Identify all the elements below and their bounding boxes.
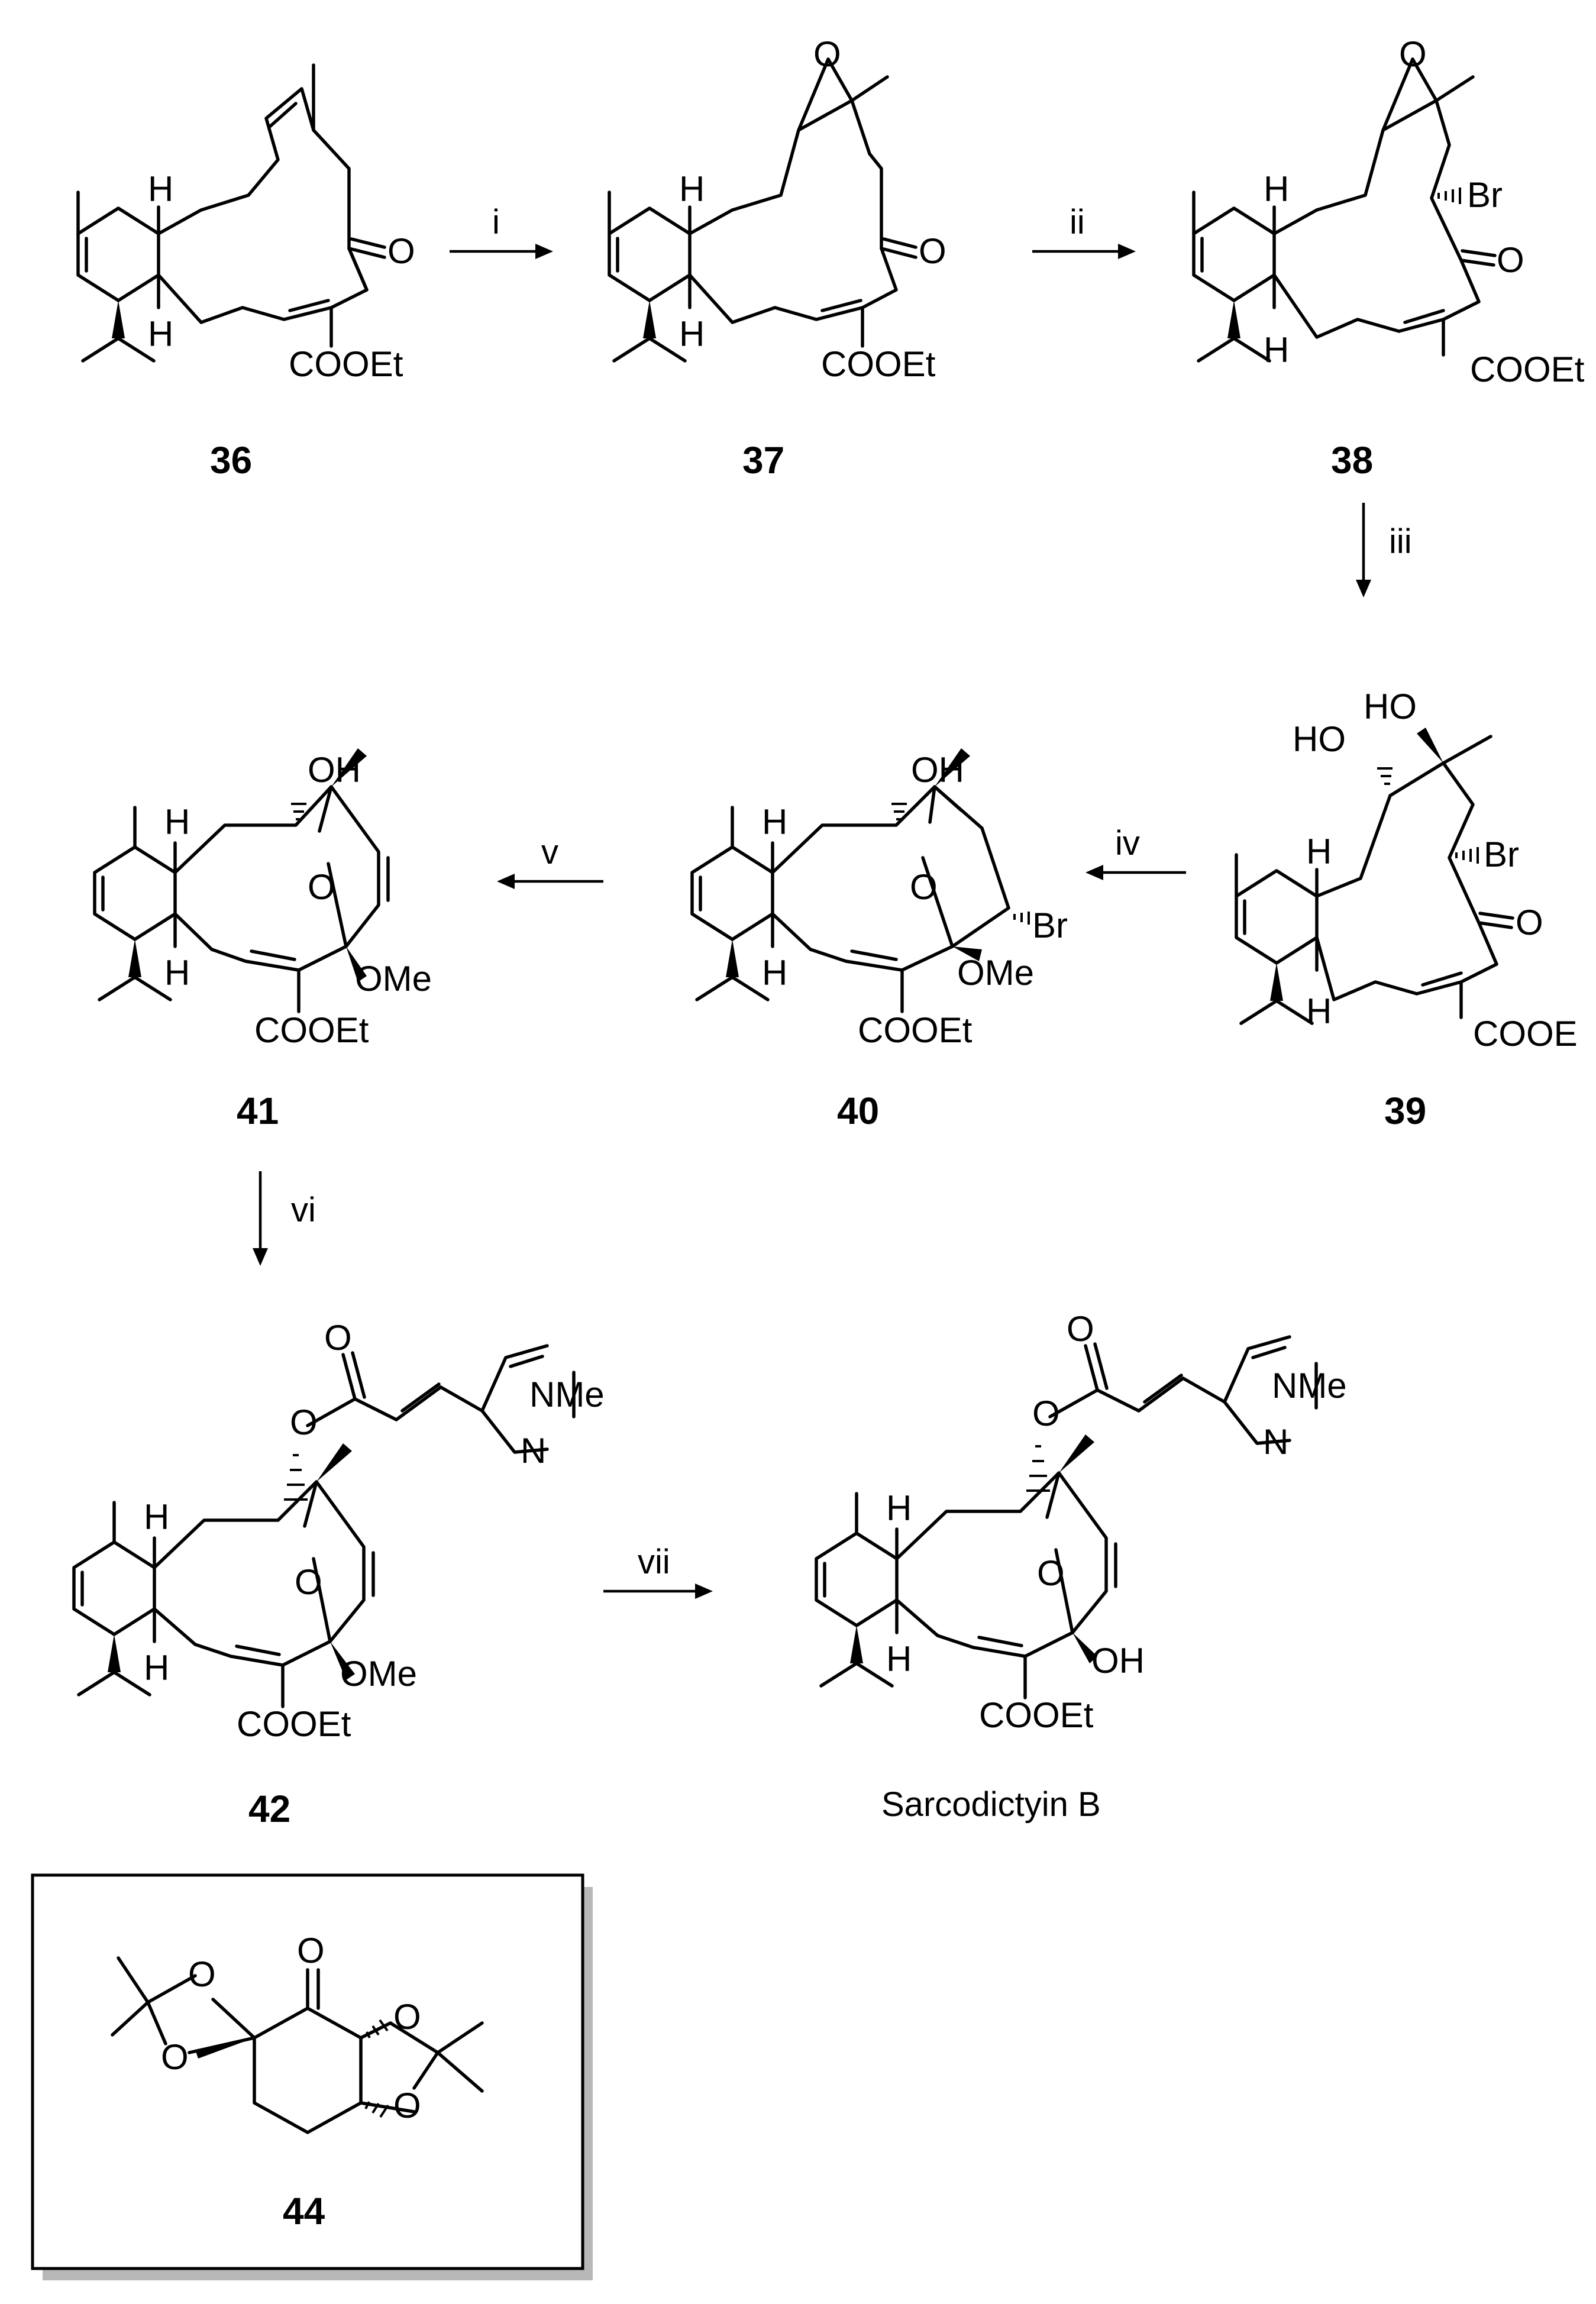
reaction-arrow-ii: ii <box>1032 203 1136 259</box>
atom-ome: OMe <box>355 959 432 998</box>
atom-h: H <box>144 1497 169 1537</box>
atom-o: O <box>387 231 415 271</box>
atom-ho: HO <box>1293 719 1346 759</box>
compound-37: H H O O COOEt 37 <box>608 34 946 482</box>
atom-o: O <box>1399 34 1427 74</box>
step-label-v: v <box>541 833 558 871</box>
atom-h: H <box>886 1639 912 1679</box>
compound-label-41: 41 <box>237 1090 279 1132</box>
compound-label-44: 44 <box>283 2190 325 2232</box>
compound-label-37: 37 <box>742 439 784 482</box>
atom-h: H <box>762 802 787 842</box>
step-label-iv: iv <box>1115 824 1140 862</box>
atom-h: H <box>164 953 190 993</box>
atom-h: H <box>1306 991 1332 1031</box>
atom-n: N <box>1263 1422 1288 1462</box>
atom-h: H <box>148 314 173 354</box>
atom-h: H <box>1264 330 1289 370</box>
step-label-vi: vi <box>291 1191 316 1229</box>
atom-h: H <box>164 802 190 842</box>
atom-cooet: COOEt <box>979 1695 1094 1735</box>
stereo-wedge <box>112 300 125 338</box>
step-label-vii: vii <box>638 1543 670 1581</box>
atom-o: O <box>919 231 946 271</box>
step-label-i: i <box>492 203 500 241</box>
atom-nme: NMe <box>1272 1366 1347 1405</box>
compound-label-40: 40 <box>837 1090 879 1132</box>
compound-38: H H O Br O COOEt 38 <box>1192 34 1585 482</box>
atom-o: O <box>290 1403 318 1442</box>
atom-h: H <box>762 953 787 993</box>
atom-o: O <box>297 1931 325 1970</box>
atom-o: O <box>161 2037 189 2077</box>
compound-39: H H HO HO Br O COOE 39 <box>1235 687 1578 1132</box>
reaction-arrow-vii: vii <box>603 1543 713 1599</box>
atom-o: O <box>1032 1394 1060 1433</box>
atom-o: O <box>324 1318 352 1358</box>
step-label-ii: ii <box>1070 203 1085 241</box>
reaction-arrow-iv: iv <box>1085 824 1186 880</box>
reaction-arrow-vi: vi <box>253 1171 316 1266</box>
atom-h: H <box>679 314 705 354</box>
atom-ome: OMe <box>957 953 1034 993</box>
atom-o: O <box>910 867 938 907</box>
atom-br: Br <box>1484 835 1519 874</box>
compound-42: H H O O NMe N O OMe COOEt 42 <box>72 1318 605 1830</box>
atom-cooet: COOEt <box>254 1010 369 1050</box>
atom-cooet-cut: COOE <box>1473 1014 1578 1054</box>
reaction-arrow-v: v <box>497 833 603 889</box>
reaction-arrow-i: i <box>450 203 553 259</box>
atom-o: O <box>308 867 335 907</box>
atom-o: O <box>1497 240 1524 280</box>
compound-label-42: 42 <box>248 1788 290 1830</box>
atom-h: H <box>1264 169 1289 209</box>
atom-oh: OH <box>308 750 361 790</box>
atom-o: O <box>813 34 841 74</box>
atom-h: H <box>679 169 705 209</box>
atom-o: O <box>393 1997 421 2037</box>
compound-label-39: 39 <box>1384 1090 1426 1132</box>
compound-sarcodictyin-b: H H O O NMe N O OH COOEt Sarcodictyin B <box>815 1309 1347 1824</box>
atom-br: Br <box>1467 175 1503 215</box>
atom-nme: NMe <box>529 1375 605 1414</box>
atom-o: O <box>1067 1309 1094 1349</box>
compound-label-sarcodictyin-b: Sarcodictyin B <box>881 1785 1101 1824</box>
atom-o: O <box>1516 903 1543 942</box>
atom-o: O <box>393 2086 421 2125</box>
compound-44-box: O O O O O 44 <box>31 1873 593 2280</box>
atom-o: O <box>1037 1553 1065 1593</box>
atom-oh: OH <box>911 750 964 790</box>
atom-cooet: COOEt <box>1470 350 1585 389</box>
atom-h: H <box>886 1488 912 1528</box>
compound-label-38: 38 <box>1331 439 1373 482</box>
compound-41: H H OH O OMe COOEt 41 <box>93 748 432 1132</box>
compound-40: H H OH O Br OMe COOEt 40 <box>690 748 1068 1132</box>
step-label-iii: iii <box>1389 522 1412 561</box>
reaction-arrow-iii: iii <box>1356 503 1412 597</box>
atom-o: O <box>295 1562 322 1602</box>
atom-cooet: COOEt <box>821 344 936 384</box>
atom-h: H <box>1306 832 1332 871</box>
atom-br: Br <box>1032 906 1068 945</box>
atom-n: N <box>521 1431 546 1471</box>
atom-cooet: COOEt <box>858 1010 973 1050</box>
atom-h: H <box>148 169 173 209</box>
atom-ome: OMe <box>340 1654 417 1694</box>
atom-o: O <box>188 1954 216 1994</box>
atom-cooet: COOEt <box>289 344 403 384</box>
atom-cooet: COOEt <box>237 1704 351 1744</box>
atom-h: H <box>144 1648 169 1688</box>
atom-oh: OH <box>1091 1641 1145 1681</box>
compound-label-36: 36 <box>210 439 252 482</box>
compound-36: H H O COOEt 36 <box>76 63 415 482</box>
atom-ho: HO <box>1364 687 1417 726</box>
